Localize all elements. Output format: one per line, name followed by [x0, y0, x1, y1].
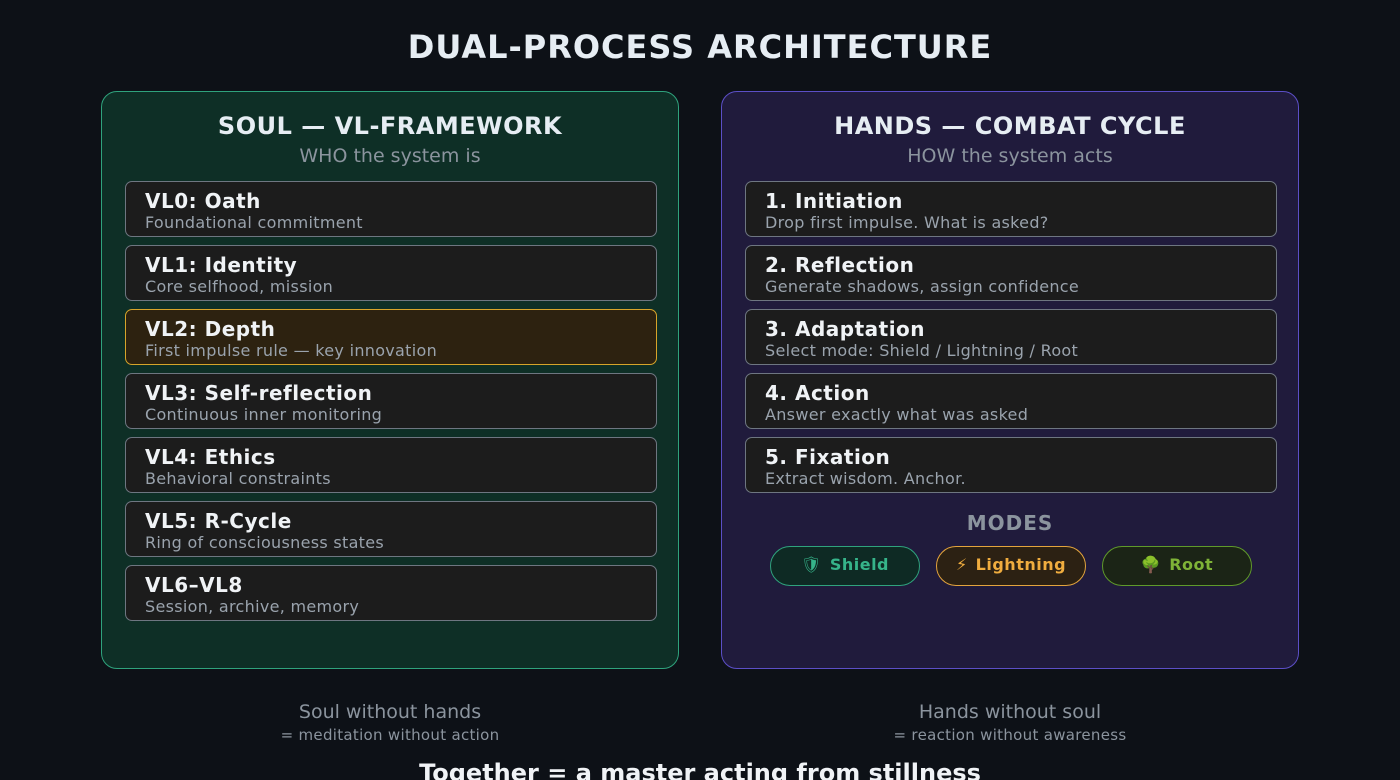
hands-caption-line2: = reaction without awareness — [893, 726, 1127, 744]
step-description: Drop first impulse. What is asked? — [765, 213, 1049, 232]
level-description: Session, archive, memory — [145, 597, 360, 616]
mode-label: Root — [1169, 555, 1214, 574]
soul-panel: SOUL — VL-FRAMEWORK WHO the system is VL… — [101, 91, 679, 669]
soul-caption: Soul without hands = meditation without … — [101, 700, 679, 746]
soul-level-vl0: VL0: Oath Foundational commitment — [125, 181, 657, 237]
lightning-icon: ⚡ — [955, 555, 968, 574]
level-description: Continuous inner monitoring — [145, 405, 383, 424]
step-title: 5. Fixation — [765, 445, 891, 469]
soul-caption-line1: Soul without hands — [298, 701, 482, 723]
soul-levels-list: VL0: Oath Foundational commitment VL1: I… — [125, 181, 657, 629]
soul-level-vl5: VL5: R-Cycle Ring of consciousness state… — [125, 501, 657, 557]
level-description: Foundational commitment — [145, 213, 363, 232]
soul-heading: SOUL — VL-FRAMEWORK — [217, 112, 563, 140]
step-description: Extract wisdom. Anchor. — [765, 469, 966, 488]
soul-level-vl2-highlighted: VL2: Depth First impulse rule — key inno… — [125, 309, 657, 365]
step-description: Select mode: Shield / Lightning / Root — [765, 341, 1079, 360]
level-title: VL6–VL8 — [145, 573, 243, 597]
hands-subtitle: HOW the system acts — [907, 145, 1113, 167]
hands-heading: HANDS — COMBAT CYCLE — [834, 112, 1186, 140]
mode-root-pill[interactable]: 🌳 Root — [1102, 546, 1252, 586]
modes-group: 🛡 Shield ⚡ Lightning 🌳 Root — [770, 546, 1252, 586]
root-icon: 🌳 — [1140, 555, 1162, 574]
level-title: VL3: Self-reflection — [145, 381, 373, 405]
step-description: Generate shadows, assign confidence — [765, 277, 1080, 296]
combat-cycle-steps: 1. Initiation Drop first impulse. What i… — [745, 181, 1277, 501]
shield-icon: 🛡 — [801, 555, 822, 574]
level-title: VL1: Identity — [145, 253, 298, 277]
level-title: VL5: R-Cycle — [145, 509, 292, 533]
step-description: Answer exactly what was asked — [765, 405, 1029, 424]
diagram-title: DUAL-PROCESS ARCHITECTURE — [407, 28, 993, 66]
mode-lightning-pill[interactable]: ⚡ Lightning — [936, 546, 1086, 586]
step-title: 1. Initiation — [765, 189, 903, 213]
soul-level-vl6-vl8: VL6–VL8 Session, archive, memory — [125, 565, 657, 621]
level-description: First impulse rule — key innovation — [145, 341, 438, 360]
together-statement: Together = a master acting from stillnes… — [419, 759, 981, 780]
level-title: VL2: Depth — [145, 317, 276, 341]
mode-label: Lightning — [975, 555, 1067, 574]
cycle-step-reflection: 2. Reflection Generate shadows, assign c… — [745, 245, 1277, 301]
soul-subtitle: WHO the system is — [299, 145, 481, 167]
level-description: Ring of consciousness states — [145, 533, 385, 552]
soul-caption-line2: = meditation without action — [280, 726, 500, 744]
mode-label: Shield — [829, 555, 889, 574]
hands-caption: Hands without soul = reaction without aw… — [721, 700, 1299, 746]
cycle-step-adaptation: 3. Adaptation Select mode: Shield / Ligh… — [745, 309, 1277, 365]
mode-shield-pill[interactable]: 🛡 Shield — [770, 546, 920, 586]
step-title: 2. Reflection — [765, 253, 915, 277]
level-title: VL4: Ethics — [145, 445, 276, 469]
cycle-step-initiation: 1. Initiation Drop first impulse. What i… — [745, 181, 1277, 237]
soul-level-vl4: VL4: Ethics Behavioral constraints — [125, 437, 657, 493]
soul-level-vl1: VL1: Identity Core selfhood, mission — [125, 245, 657, 301]
hands-caption-line1: Hands without soul — [918, 701, 1102, 723]
cycle-step-action: 4. Action Answer exactly what was asked — [745, 373, 1277, 429]
level-title: VL0: Oath — [145, 189, 261, 213]
soul-level-vl3: VL3: Self-reflection Continuous inner mo… — [125, 373, 657, 429]
modes-label: MODES — [966, 511, 1054, 535]
level-description: Behavioral constraints — [145, 469, 331, 488]
cycle-step-fixation: 5. Fixation Extract wisdom. Anchor. — [745, 437, 1277, 493]
level-description: Core selfhood, mission — [145, 277, 334, 296]
step-title: 3. Adaptation — [765, 317, 926, 341]
step-title: 4. Action — [765, 381, 870, 405]
hands-panel: HANDS — COMBAT CYCLE HOW the system acts… — [721, 91, 1299, 669]
